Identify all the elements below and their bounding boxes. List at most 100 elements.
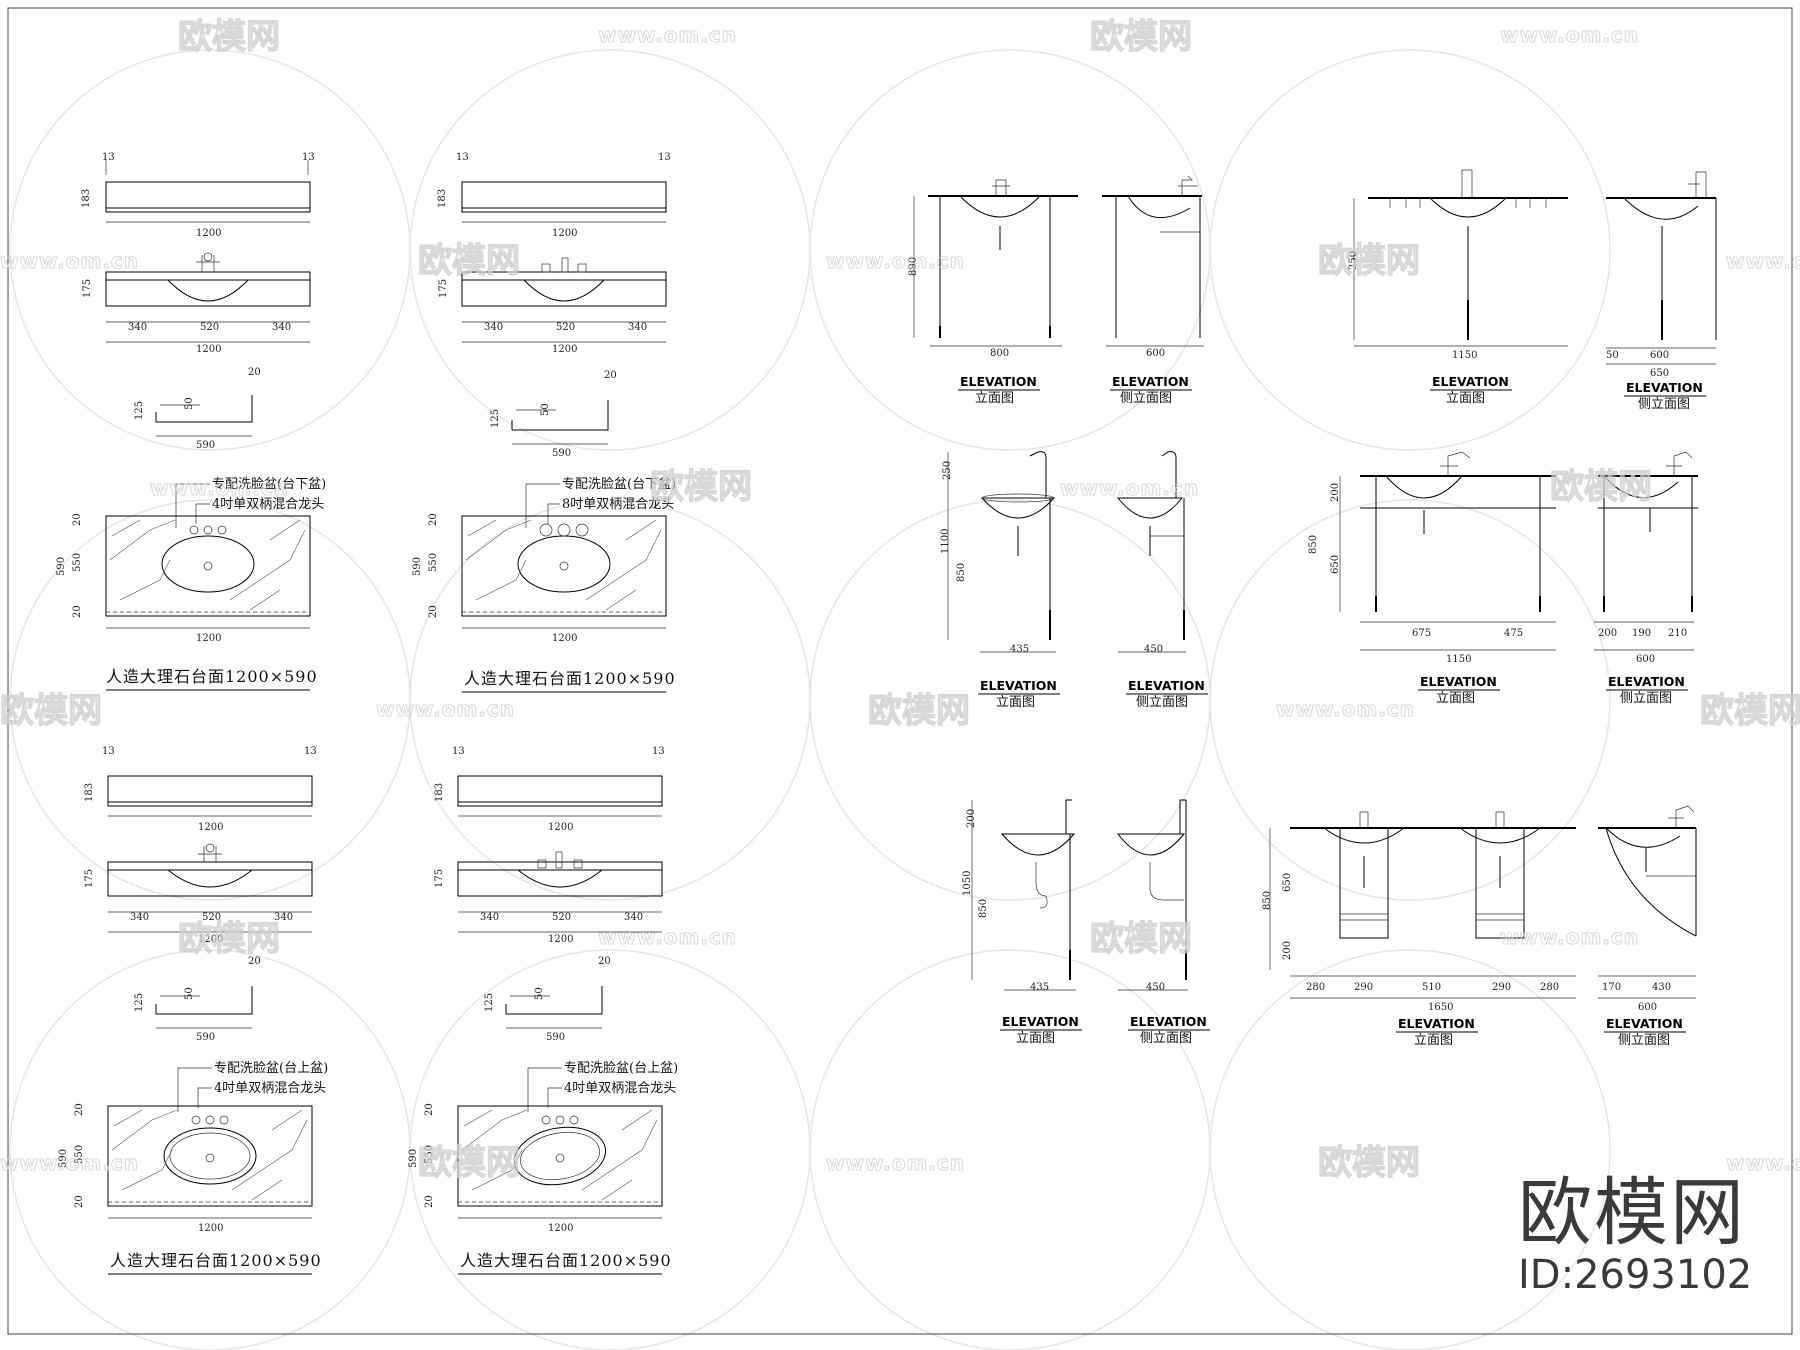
dim-text: 175	[84, 869, 95, 888]
dim-text: 20	[72, 605, 83, 618]
dim-text: 590	[56, 557, 67, 576]
dim-text: 13	[452, 746, 465, 757]
dim-text: 125	[134, 401, 145, 420]
dim-text: 1200	[198, 1223, 223, 1234]
dim-text: 1200	[548, 934, 573, 945]
dim-text: 170	[1602, 982, 1621, 993]
dim-text: 1200	[548, 822, 573, 833]
dim-text: 590	[408, 1149, 419, 1168]
elevation-subtitle: 立面图	[975, 391, 1014, 406]
dim-text: 800	[990, 348, 1009, 359]
watermark-brand: 欧模网	[178, 919, 280, 959]
elevation-row-1: 800 890 ELEVATION 立面图 600 ELEVATION 侧立面图…	[908, 169, 1717, 412]
dim-text: 20	[424, 1195, 435, 1208]
watermark-url: www.om.cn	[1500, 23, 1639, 47]
elevation-subtitle: 侧立面图	[1120, 391, 1172, 406]
watermark-url: www.om.cn	[0, 249, 139, 273]
dim-text: 190	[1632, 628, 1651, 639]
watermark-url: www.om.cn	[376, 697, 515, 721]
elevation-title: ELEVATION	[1112, 374, 1189, 389]
elevation-title: ELEVATION	[1432, 374, 1509, 389]
plan-note: 4吋单双柄混合龙头	[564, 1081, 676, 1096]
elevation-subtitle: 立面图	[1016, 1031, 1055, 1046]
dim-text: 210	[1668, 628, 1687, 639]
elevation-title: ELEVATION	[1626, 380, 1703, 395]
elevation-title: ELEVATION	[960, 374, 1037, 389]
dim-text: 125	[490, 409, 501, 428]
dim-text: 600	[1638, 1002, 1657, 1013]
dim-text: 550	[424, 1145, 435, 1164]
dim-text: 175	[438, 279, 449, 298]
dim-text: 13	[658, 152, 671, 163]
dim-text: 20	[428, 513, 439, 526]
dim-text: 850	[1308, 535, 1319, 554]
watermark-brand: 欧模网	[1090, 17, 1192, 57]
dim-text: 510	[1422, 982, 1441, 993]
dim-text: 280	[1306, 982, 1325, 993]
dim-text: 340	[484, 322, 503, 333]
watermark-brand: 欧模网	[650, 467, 752, 507]
plan-note: 4吋单双柄混合龙头	[214, 1081, 326, 1096]
dim-text: 200	[1598, 628, 1617, 639]
dim-text: 183	[437, 189, 448, 208]
sheet-frame	[7, 7, 1793, 1335]
dim-text: 475	[1504, 628, 1523, 639]
dim-text: 590	[196, 1032, 215, 1043]
dim-text: 550	[428, 553, 439, 572]
watermark-url: www.om.cn	[0, 1151, 139, 1175]
watermark-url: www.om.cn	[1726, 1151, 1800, 1175]
elevation-title: ELEVATION	[1130, 1014, 1207, 1029]
dim-text: 850	[978, 899, 989, 918]
dim-text: 340	[628, 322, 647, 333]
dim-text: 250	[942, 461, 953, 480]
watermark-brand: 欧模网	[418, 241, 520, 281]
elevation-title: ELEVATION	[1606, 1016, 1683, 1031]
dim-text: 590	[546, 1032, 565, 1043]
elevation-subtitle: 侧立面图	[1618, 1033, 1670, 1048]
watermark-pattern	[9, 49, 1611, 1350]
dim-text: 520	[200, 322, 219, 333]
dim-text: 125	[484, 993, 495, 1012]
elevation-subtitle: 侧立面图	[1620, 691, 1672, 706]
dim-text: 520	[202, 912, 221, 923]
dim-text: 590	[196, 440, 215, 451]
dim-text: 1100	[940, 529, 951, 554]
dim-text: 13	[456, 152, 469, 163]
dim-text: 1650	[1428, 1002, 1453, 1013]
dim-text: 20	[604, 370, 617, 381]
plan-note: 专配洗脸盆(台下盆)	[562, 477, 676, 492]
dim-text: 1200	[196, 344, 221, 355]
elevation-title: ELEVATION	[1002, 1014, 1079, 1029]
plan-caption: 人造大理石台面1200×590	[464, 669, 676, 688]
dim-text: 20	[598, 956, 611, 967]
elevation-title: ELEVATION	[980, 678, 1057, 693]
watermark-brand: 欧模网	[868, 691, 970, 731]
dim-text: 675	[1412, 628, 1431, 639]
dim-text: 50	[1606, 350, 1619, 361]
elevation-title: ELEVATION	[1608, 674, 1685, 689]
dim-text: 650	[1330, 555, 1341, 574]
dim-text: 1200	[552, 344, 577, 355]
watermark-brand: 欧模网	[1318, 241, 1420, 281]
watermark-url: www.om.cn	[1726, 249, 1800, 273]
dim-text: 13	[652, 746, 665, 757]
dim-text: 650	[1650, 368, 1669, 379]
dim-text: 290	[1492, 982, 1511, 993]
watermark-url: www.om.cn	[1500, 925, 1639, 949]
dim-text: 520	[552, 912, 571, 923]
dim-text: 590	[552, 448, 571, 459]
dim-text: 50	[540, 403, 551, 416]
brand-logo-text: 欧模网	[1518, 1170, 1746, 1256]
plan-group-4: 13 13 183 1200 175 340 520 340 1200 20 1…	[408, 746, 678, 1275]
plan-caption: 人造大理石台面1200×590	[110, 1251, 322, 1270]
dim-text: 183	[84, 783, 95, 802]
dim-text: 590	[58, 1149, 69, 1168]
watermark-url: www.om.cn	[1276, 697, 1415, 721]
dim-text: 340	[130, 912, 149, 923]
plan-group-1: 13 13 183 1200 175 340 520 340 1200 20 1…	[56, 152, 326, 691]
watermark-brand: 欧模网	[1550, 467, 1652, 507]
dim-text: 175	[434, 869, 445, 888]
dim-text: 200	[966, 809, 977, 828]
dim-text: 850	[1262, 891, 1273, 910]
plan-note: 专配洗脸盆(台上盆)	[214, 1061, 328, 1076]
